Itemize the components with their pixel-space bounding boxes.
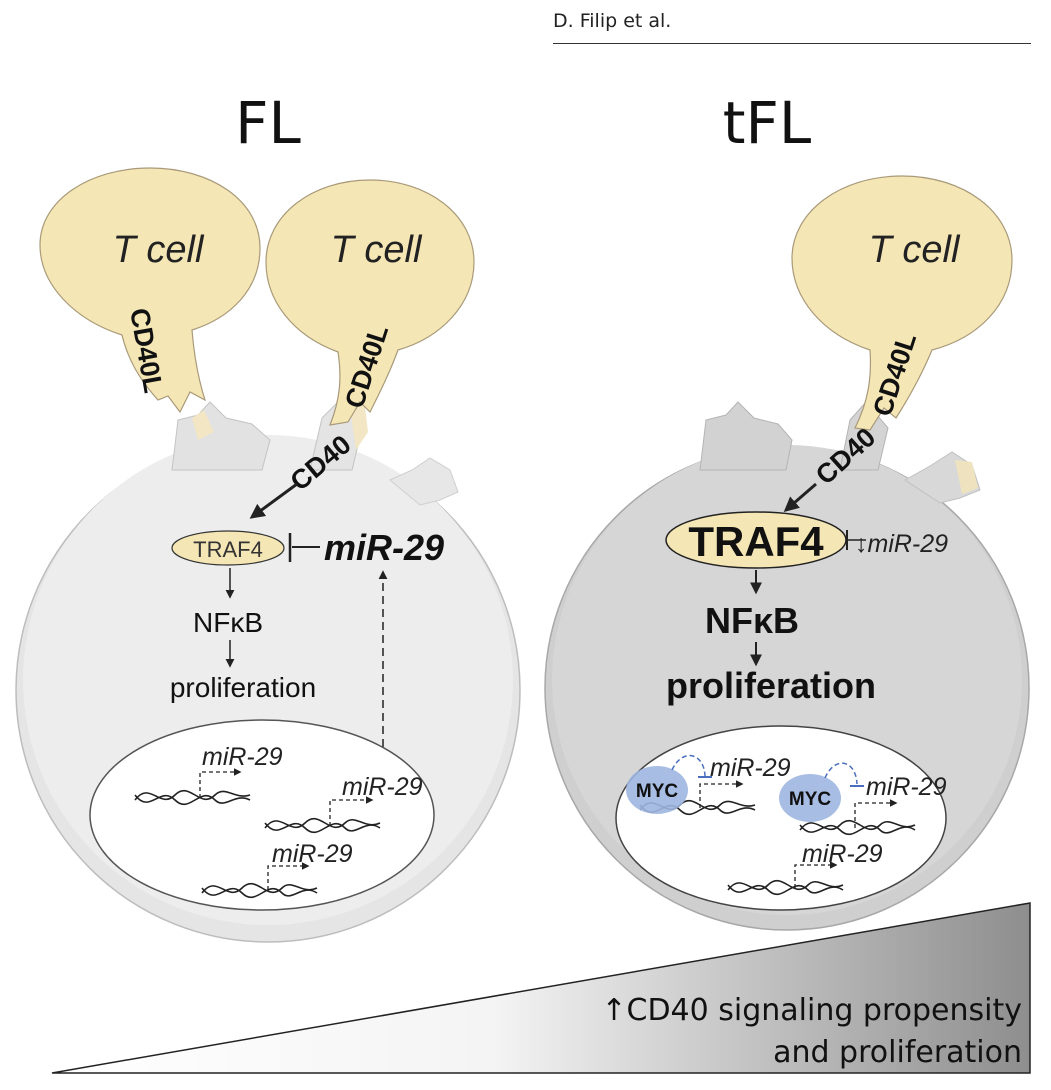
tfl-myc-inhibit-2 xyxy=(824,762,858,785)
tfl-nucleus xyxy=(615,725,947,911)
fl-t-cell-2 xyxy=(265,179,475,426)
tfl-tcell-label: T cell xyxy=(869,229,961,271)
fl-nucleus xyxy=(89,719,435,911)
tfl-gene-label-3: miR-29 xyxy=(802,840,883,868)
fl-traf4-oval xyxy=(171,530,285,566)
fl-tcell-1-label: T cell xyxy=(113,229,205,271)
fl-mir29-label: miR-29 xyxy=(324,527,444,568)
tfl-proliferation-label: proliferation xyxy=(666,665,876,706)
tfl-myc-inhibit-1 xyxy=(671,754,706,777)
tfl-gene-label-2: miR-29 xyxy=(866,773,947,801)
fl-proliferation-label: proliferation xyxy=(170,672,316,703)
fl-title: FL xyxy=(235,89,301,157)
fl-t-cell-1 xyxy=(39,167,261,414)
tfl-traf4-label: TRAF4 xyxy=(688,518,824,565)
fl-tcell-2-label: T cell xyxy=(331,229,423,271)
tfl-myc-label-1: MYC xyxy=(636,781,679,802)
header-rule xyxy=(553,43,1031,44)
tfl-nfkb-label: NFκB xyxy=(705,600,799,641)
tfl-myc-blob-2 xyxy=(779,774,841,822)
tfl-cd40-arrow xyxy=(783,482,817,512)
fl-gene-label-1: miR-29 xyxy=(202,743,283,771)
fl-nfkb-label: NFκB xyxy=(193,607,263,638)
tfl-mir29-label: ↓miR-29 xyxy=(855,530,948,558)
tfl-title: tFL xyxy=(723,89,811,157)
fl-gene-label-2: miR-29 xyxy=(342,773,423,801)
tfl-dna-strand-2 xyxy=(799,799,916,836)
author-header: D. Filip et al. xyxy=(553,10,672,32)
fl-traf4-label: TRAF4 xyxy=(193,537,263,562)
tfl-dna-strand-3 xyxy=(727,861,844,896)
gradient-caption-line1: ↑CD40 signaling propensity xyxy=(601,993,1022,1028)
fl-gene-label-3: miR-29 xyxy=(272,840,353,868)
fl-dna-strand-1 xyxy=(134,768,251,806)
tfl-myc-blob-1 xyxy=(626,766,688,814)
tfl-myc-label-2: MYC xyxy=(789,789,832,810)
tfl-t-cell xyxy=(791,175,1013,431)
fl-dna-strand-2 xyxy=(264,796,381,834)
tfl-gene-label-1: miR-29 xyxy=(710,754,791,782)
fl-cd40-arrow xyxy=(249,482,298,519)
fl-dna-strand-3 xyxy=(201,862,318,899)
gradient-wedge xyxy=(51,902,1031,1074)
gradient-caption-line2: and proliferation xyxy=(773,1035,1022,1070)
